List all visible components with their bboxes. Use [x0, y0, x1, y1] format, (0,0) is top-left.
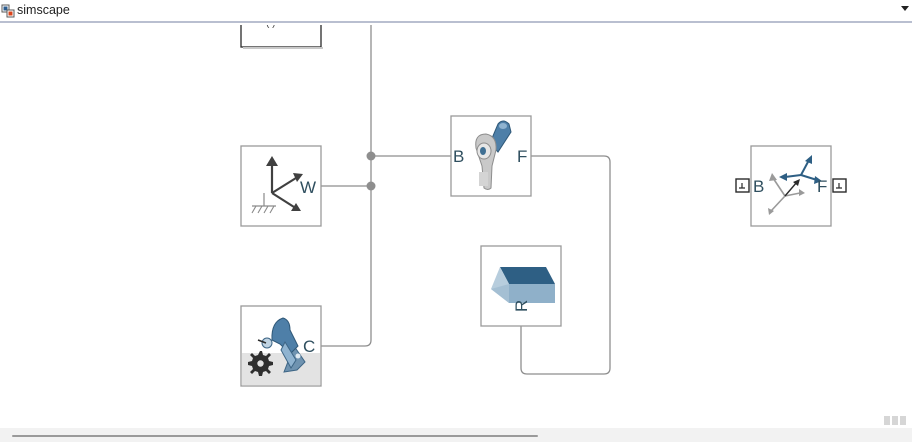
mechanism-configuration-block[interactable]: C	[240, 305, 322, 387]
horizontal-scrollbar[interactable]	[0, 416, 912, 442]
world-frame-block[interactable]: W	[240, 145, 322, 227]
port-label-b: B	[453, 147, 464, 166]
top-partial-block[interactable]: ( )	[240, 25, 323, 49]
brick-solid-block[interactable]: R	[480, 245, 562, 327]
transform-sensor-block[interactable]: B F	[735, 145, 847, 227]
window-title: simscape	[17, 3, 70, 17]
world-frame-icon	[251, 156, 303, 214]
branch-point	[366, 151, 376, 161]
port-label-f: F	[517, 147, 527, 166]
brick-solid-icon	[491, 267, 555, 303]
model-canvas[interactable]: ( ) W	[0, 25, 912, 429]
port-label-f: F	[817, 177, 827, 196]
port-label-w: W	[300, 178, 316, 197]
port-label-r: R	[512, 300, 531, 312]
window-titlebar: simscape	[0, 0, 912, 23]
svg-text:( ): ( )	[266, 25, 275, 29]
frame-port-icon	[739, 183, 745, 189]
mechanism-configuration-icon	[248, 317, 306, 376]
connection-lines[interactable]	[321, 25, 611, 375]
frame-port-icon	[836, 183, 842, 189]
port-label-b: B	[753, 177, 764, 196]
block-diagram: ( ) W	[240, 25, 847, 387]
revolute-joint-icon	[475, 120, 512, 190]
branch-point	[366, 181, 376, 191]
joint-to-solid-line	[520, 155, 611, 375]
transform-sensor-icon	[768, 155, 822, 215]
chevron-down-icon[interactable]	[900, 3, 910, 13]
horizontal-scrollbar-thumb[interactable]	[12, 435, 538, 437]
port-label-c: C	[303, 337, 315, 356]
trunk-line-to-config	[321, 25, 372, 347]
revolute-joint-block[interactable]: B F	[450, 115, 532, 197]
resize-grip-icon[interactable]	[884, 416, 906, 425]
simulink-model-icon	[1, 4, 15, 18]
